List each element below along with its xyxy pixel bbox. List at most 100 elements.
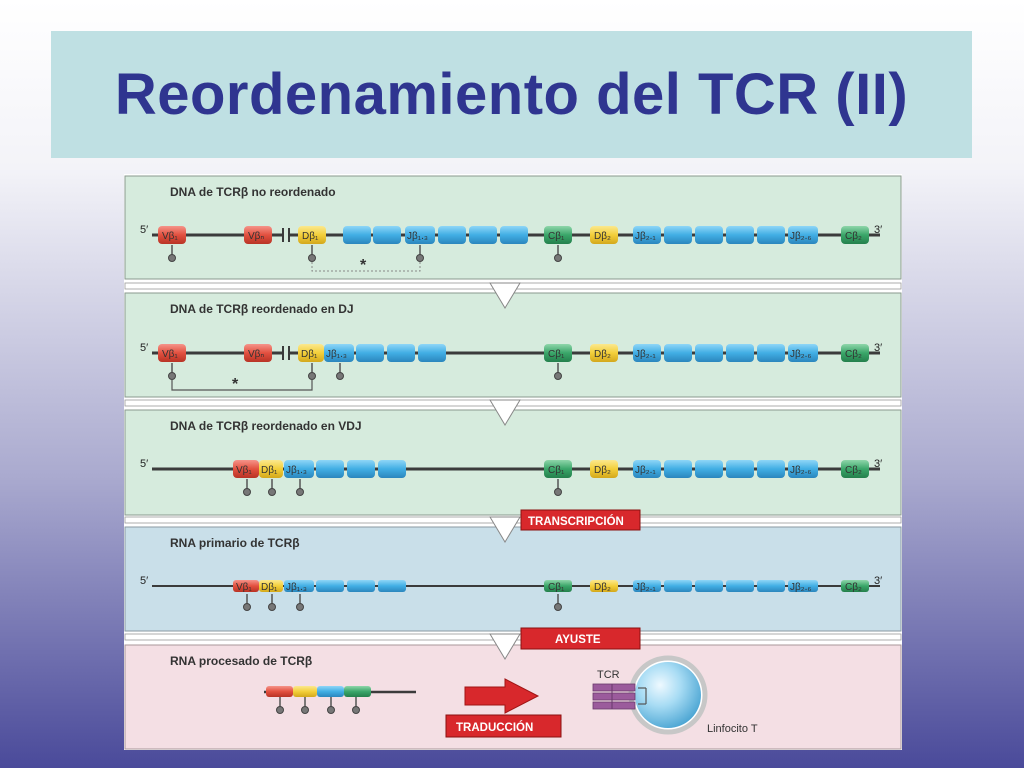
segment-j26 bbox=[788, 460, 818, 478]
transcription-label: TRANSCRIPCIÓN bbox=[528, 515, 624, 528]
connector-2 bbox=[124, 399, 902, 426]
translation-banner bbox=[445, 714, 562, 738]
mrna-segment-c bbox=[344, 686, 371, 697]
three-prime-label: 3′ bbox=[874, 224, 882, 236]
segment-j15 bbox=[469, 226, 497, 244]
segment-j13 bbox=[284, 580, 314, 592]
segment-j21-label: Jβ₂.₁ bbox=[635, 349, 656, 360]
splicing-label: AYUSTE bbox=[555, 634, 601, 646]
panel-5-title: RNA procesado de TCRβ bbox=[170, 654, 312, 668]
segment-j25 bbox=[757, 344, 785, 362]
segment-d1 bbox=[298, 226, 326, 244]
segment-j22 bbox=[664, 580, 692, 592]
segment-j16 bbox=[500, 226, 528, 244]
segment-j14 bbox=[316, 580, 344, 592]
panel-5-rna: TRADUCCIÓN TCR Linfocito T bbox=[264, 655, 758, 738]
segment-j21 bbox=[633, 580, 661, 592]
segment-j16 bbox=[378, 460, 406, 478]
segment-d1 bbox=[259, 580, 283, 592]
segment-v1-label: Vβ₁ bbox=[162, 349, 178, 360]
segment-d2-label: Dβ₂ bbox=[594, 465, 611, 476]
segment-vn bbox=[244, 226, 272, 244]
segment-v1 bbox=[158, 344, 186, 362]
segment-j13-label: Jβ₁.₃ bbox=[326, 349, 347, 360]
segment-c2-label: Cβ₂ bbox=[845, 231, 862, 242]
five-prime-label: 5′ bbox=[140, 575, 148, 587]
segment-d2 bbox=[590, 580, 618, 592]
segment-j11 bbox=[343, 226, 371, 244]
segment-j22 bbox=[664, 344, 692, 362]
five-prime-label: 5′ bbox=[140, 342, 148, 354]
segment-d2-label: Dβ₂ bbox=[594, 349, 611, 360]
mrna-segment-v bbox=[266, 686, 293, 697]
t-cell-label: Linfocito T bbox=[707, 723, 758, 735]
mrna-segment-d bbox=[293, 686, 317, 697]
t-cell-nucleus bbox=[635, 662, 701, 728]
segment-j26-label: Jβ₂.₆ bbox=[790, 582, 811, 593]
tcr-label: TCR bbox=[597, 669, 620, 681]
segment-j16 bbox=[418, 344, 446, 362]
segment-j24 bbox=[726, 344, 754, 362]
segment-d1 bbox=[259, 460, 283, 478]
segment-j13-label: Jβ₁.₃ bbox=[407, 231, 428, 242]
panel-4 bbox=[124, 526, 902, 632]
title-banner: Reordenamiento del TCR (II) bbox=[51, 31, 972, 158]
segment-d2 bbox=[590, 460, 618, 478]
segment-j21-label: Jβ₂.₁ bbox=[635, 231, 656, 242]
segment-d2-label: Dβ₂ bbox=[594, 231, 611, 242]
segment-j12 bbox=[373, 226, 401, 244]
segment-d1-label: Dβ₁ bbox=[261, 465, 278, 476]
segment-v1-label: Vβ₁ bbox=[236, 465, 252, 476]
segment-j14 bbox=[356, 344, 384, 362]
segment-d2 bbox=[590, 226, 618, 244]
panel-4-rna: 5′ 3′ Vβ₁ Dβ₁ Jβ₁.₃ Cβ₁ Dβ₂ Jβ₂.₁ Jβ₂.₆ … bbox=[140, 575, 882, 611]
segment-j26 bbox=[788, 226, 818, 244]
segment-c2 bbox=[841, 344, 869, 362]
segment-j26 bbox=[788, 344, 818, 362]
segment-j25 bbox=[757, 226, 785, 244]
connector-4: AYUSTE bbox=[124, 627, 902, 660]
segment-v1-label: Vβ₁ bbox=[236, 582, 252, 593]
segment-j26 bbox=[788, 580, 818, 592]
slide-title: Reordenamiento del TCR (II) bbox=[114, 62, 909, 127]
segment-v1 bbox=[233, 460, 259, 478]
segment-j26-label: Jβ₂.₆ bbox=[790, 349, 811, 360]
segment-j23 bbox=[695, 580, 723, 592]
segment-j13-label: Jβ₁.₃ bbox=[286, 465, 307, 476]
segment-j21 bbox=[633, 460, 661, 478]
segment-j22 bbox=[664, 226, 692, 244]
panel-1-dna: 5′ 3′ * Vβ₁ Vβₙ Dβ₁ Jβ₁.₃ Cβ₁ Dβ₂ Jβ₂.₁ bbox=[140, 224, 882, 274]
segment-j24 bbox=[726, 580, 754, 592]
segment-c2 bbox=[841, 580, 869, 592]
segment-d1-label: Dβ₁ bbox=[302, 231, 319, 242]
three-prime-label: 3′ bbox=[874, 458, 882, 470]
panel-2-dna: 5′ 3′ * Vβ₁ Vβₙ Dβ₁ Jβ₁.₃ Cβ₁ Dβ₂ Jβ₂.₁ bbox=[140, 342, 882, 393]
translation-label: TRADUCCIÓN bbox=[456, 721, 533, 734]
translation-arrow bbox=[464, 678, 540, 714]
segment-d2-label: Dβ₂ bbox=[594, 582, 611, 593]
segment-j21-label: Jβ₂.₁ bbox=[635, 465, 656, 476]
connector-3: TRANSCRIPCIÓN bbox=[124, 509, 902, 543]
segment-j15 bbox=[387, 344, 415, 362]
segment-c2-label: Cβ₂ bbox=[845, 349, 862, 360]
segment-j23 bbox=[695, 460, 723, 478]
segment-d1-label: Dβ₁ bbox=[261, 582, 278, 593]
segment-c1-label: Cβ₁ bbox=[548, 349, 565, 360]
segment-j14 bbox=[438, 226, 466, 244]
segment-j21 bbox=[633, 344, 661, 362]
panel-3-dna: 5′ 3′ Vβ₁ Dβ₁ Jβ₁.₃ Cβ₁ Dβ₂ Jβ₂.₁ Jβ₂.₆ … bbox=[140, 458, 882, 496]
segment-d1 bbox=[298, 344, 324, 362]
segment-j25 bbox=[757, 580, 785, 592]
mrna-segment-j bbox=[317, 686, 344, 697]
segment-j25 bbox=[757, 460, 785, 478]
segment-c2 bbox=[841, 226, 869, 244]
segment-c1-label: Cβ₁ bbox=[548, 582, 565, 593]
segment-c1-label: Cβ₁ bbox=[548, 465, 565, 476]
segment-j24 bbox=[726, 226, 754, 244]
segment-v1-label: Vβ₁ bbox=[162, 231, 178, 242]
transcription-banner bbox=[520, 509, 641, 531]
segment-j26-label: Jβ₂.₆ bbox=[790, 231, 811, 242]
segment-j23 bbox=[695, 226, 723, 244]
segment-j14 bbox=[316, 460, 344, 478]
